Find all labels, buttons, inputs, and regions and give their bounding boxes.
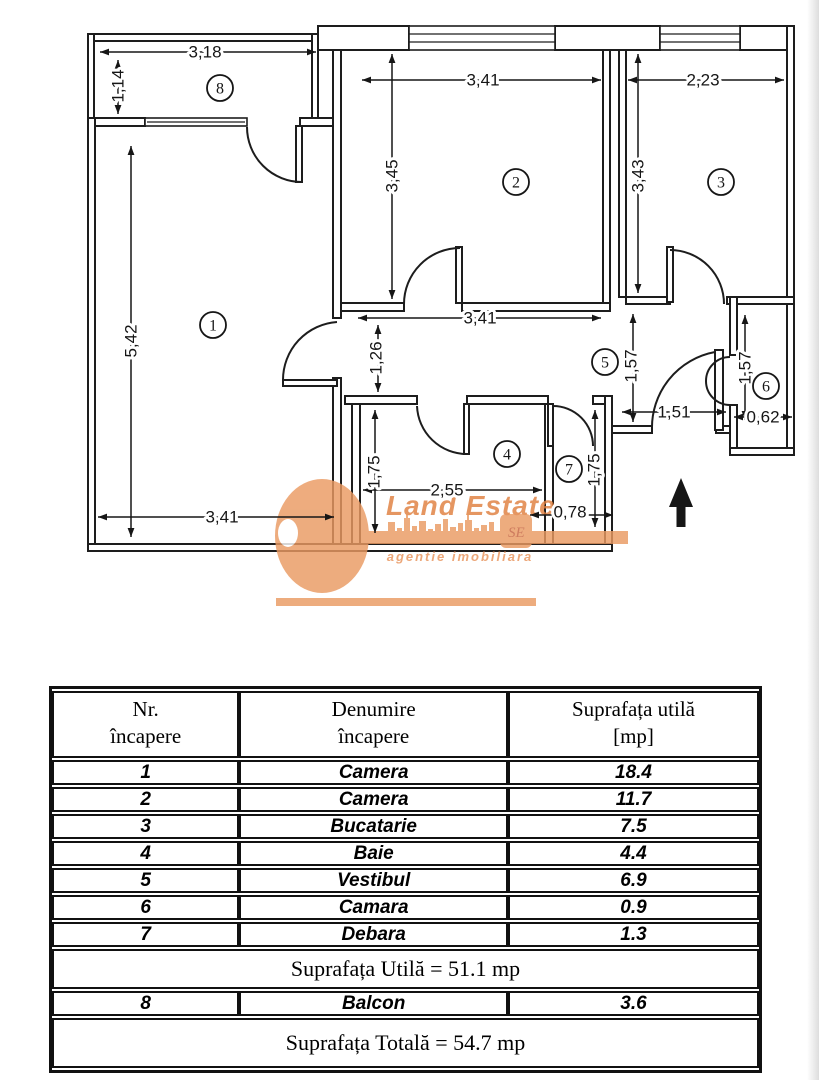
room-area: 18.4 <box>508 760 759 785</box>
room-area: 11.7 <box>508 787 759 812</box>
room-name: Debara <box>239 922 508 947</box>
room-number: 2 <box>52 787 240 812</box>
room-number-label: 1 <box>209 318 217 335</box>
summary-useful-row: Suprafața Utilă = 51.1 mp <box>52 949 759 989</box>
col-header-room-name: Denumire încapere <box>239 691 508 758</box>
header-line: [mp] <box>613 724 654 748</box>
dimension-label: 5,42 <box>122 324 141 357</box>
room-number-circle <box>206 74 234 102</box>
summary-useful-area: Suprafața Utilă = 51.1 mp <box>52 949 759 989</box>
room-number-circle <box>752 372 780 400</box>
dimension-label: 1,26 <box>367 341 386 374</box>
room-number-circle <box>707 168 735 196</box>
room-name: Camara <box>239 895 508 920</box>
col-header-room-number: Nr. încapere <box>52 691 240 758</box>
header-line: Suprafața utilă <box>571 697 696 721</box>
col-header-useful-area: Suprafața utilă [mp] <box>508 691 759 758</box>
room-name: Bucatarie <box>239 814 508 839</box>
windows <box>144 25 741 127</box>
header-line: Denumire <box>331 697 416 721</box>
dimension-label: 3,41 <box>205 508 238 527</box>
room-area: 6.9 <box>508 868 759 893</box>
dimension-label: 1,57 <box>622 349 641 382</box>
watermark-skyline <box>388 510 494 537</box>
room-area: 3.6 <box>508 991 759 1016</box>
room-number: 4 <box>52 841 240 866</box>
dimension-label: 3,18 <box>188 43 221 62</box>
dimension-label: 0,78 <box>553 503 586 522</box>
room-number-circle <box>555 455 583 483</box>
dimension-label: 3,41 <box>466 71 499 90</box>
dimension-label: 3,41 <box>463 309 496 328</box>
room-number-label: 3 <box>717 175 725 192</box>
walls <box>87 25 795 552</box>
header-line: încapere <box>338 724 410 748</box>
summary-total-row: Suprafața Totală = 54.7 mp <box>52 1018 759 1068</box>
dimension-label: 1,14 <box>109 69 128 102</box>
dimension-label: 1,75 <box>585 453 604 486</box>
dimension-label: 2,55 <box>430 481 463 500</box>
balcony-row: 8 Balcon 3.6 <box>52 991 759 1016</box>
dimension-lines <box>98 48 792 537</box>
dimension-label: 1,75 <box>365 455 384 488</box>
summary-total-area: Suprafața Totală = 54.7 mp <box>52 1018 759 1068</box>
dimension-label: 2,23 <box>686 71 719 90</box>
dimension-labels: 3,18 1,14 5,42 3,41 3,41 3,45 2,23 3,43 3,41 1,26… <box>106 40 783 530</box>
dimension-label: 1,57 <box>736 351 755 384</box>
room-number: 7 <box>52 922 240 947</box>
header-line: Nr. <box>132 697 159 721</box>
areas-table-section: Nr. încapere Denumire încapere Suprafața… <box>49 686 762 1073</box>
watermark-tagline: agentie imobiliara <box>387 549 534 564</box>
room-number-label: 7 <box>565 462 573 479</box>
watermark: Land Estate SE agentie imobiliara <box>275 479 628 606</box>
watermark-underline <box>276 598 536 606</box>
room-number: 5 <box>52 868 240 893</box>
room-name: Camera <box>239 760 508 785</box>
room-name: Camera <box>239 787 508 812</box>
room-number-label: 8 <box>216 81 224 98</box>
room-number-circle <box>199 311 227 339</box>
room-number: 3 <box>52 814 240 839</box>
room-area: 1.3 <box>508 922 759 947</box>
room-number-circle <box>493 440 521 468</box>
room-number-label: 4 <box>503 447 511 464</box>
floor-plan-figure: Land Estate SE agentie imobiliara 3,18 1,… <box>87 25 795 606</box>
watermark-brand: Land Estate <box>386 490 556 521</box>
table-header-row: Nr. încapere Denumire încapere Suprafața… <box>52 691 759 758</box>
room-number: 6 <box>52 895 240 920</box>
doors <box>246 125 731 456</box>
watermark-monogram: SE <box>508 525 525 541</box>
room-number-labels: 1 2 3 4 5 6 7 8 <box>199 74 780 483</box>
room-number-circle <box>502 168 530 196</box>
room-number-circle <box>591 348 619 376</box>
room-number-label: 6 <box>762 379 770 396</box>
dimension-label: 3,45 <box>383 159 402 192</box>
room-number: 1 <box>52 760 240 785</box>
room-name: Vestibul <box>239 868 508 893</box>
room-name: Baie <box>239 841 508 866</box>
watermark-key-hole <box>278 519 298 547</box>
room-name: Balcon <box>239 991 508 1016</box>
room-area: 4.4 <box>508 841 759 866</box>
dimension-label: 0,62 <box>746 408 779 427</box>
room-area: 7.5 <box>508 814 759 839</box>
header-line: încapere <box>110 724 182 748</box>
room-number-label: 2 <box>512 175 520 192</box>
dimension-label: 3,43 <box>629 159 648 192</box>
watermark-key-head <box>275 479 369 593</box>
scan-edge-shadow <box>807 0 819 1080</box>
dimension-label: 1,51 <box>657 403 690 422</box>
north-arrow <box>669 478 693 527</box>
room-area: 0.9 <box>508 895 759 920</box>
room-number: 8 <box>52 991 240 1016</box>
room-number-label: 5 <box>601 355 609 372</box>
areas-table: Nr. încapere Denumire încapere Suprafața… <box>49 686 762 1073</box>
